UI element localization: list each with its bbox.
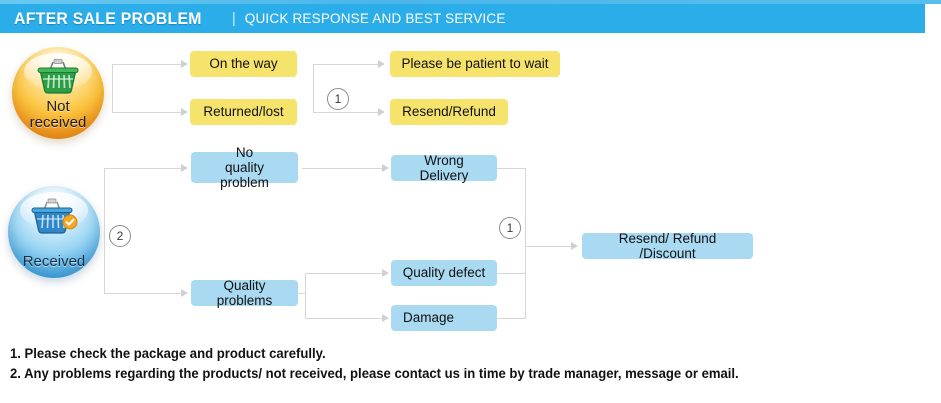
connector-nr-to-returned [112,112,184,113]
connector-qualityproblems-stub [297,293,306,294]
badge-received: Received [8,186,100,278]
connector-nr-bracket [313,64,314,112]
shopping-basket-icon [12,59,104,97]
header-bar: AFTER SALE PROBLEM | QUICK RESPONSE AND … [0,4,925,33]
badge-received-label: Received [22,252,86,270]
arrow-collector-to-result [571,242,578,250]
box-resend-refund-discount: Resend/ Refund /Discount [582,231,753,261]
box-label-line2: quality problem [220,159,269,191]
badge-label-line1: Not [46,98,70,116]
box-on-the-way: On the way [190,51,297,77]
box-damage: Damage [391,305,497,331]
box-quality-problems: Quality problems [191,278,298,308]
connector-wrongdelivery-to-collector [496,168,526,169]
box-no-quality-problem: No quality problem [191,145,298,190]
arrow-noquality-to-wrongdelivery [382,164,389,172]
arrow-quality-to-defect [382,269,389,277]
connector-nr-trunk [112,64,113,112]
step-marker-2-row2: 2 [109,225,131,247]
arrow-nr-to-ontheway [181,60,188,68]
badge-not-received-label: Not received [30,99,87,130]
arrow-nr-to-resend [378,108,385,116]
arrow-nr-to-wait [378,60,385,68]
connector-rv-to-noquality [104,168,184,169]
box-resend-refund: Resend/Refund [390,99,508,125]
connector-collector-to-result [525,246,575,247]
box-please-be-patient: Please be patient to wait [390,51,560,77]
badge-not-received: Not received [12,47,104,139]
connector-quality-bracket [305,273,306,318]
box-returned-lost: Returned/lost [190,99,297,125]
box-label-line1: No [235,144,254,160]
connector-nr-to-resend [313,112,381,113]
header-separator: | [231,10,236,27]
connector-damage-to-collector [496,318,526,319]
connector-noquality-to-wrongdelivery [302,168,385,169]
top-edge-sliver [0,0,941,4]
arrow-rv-to-qualityproblems [181,289,188,297]
header-subtitle: QUICK RESPONSE AND BEST SERVICE [244,11,506,26]
note-line-2: 2. Any problems regarding the products/ … [10,365,739,381]
connector-nr-to-ontheway [112,64,184,65]
step-marker-1-row2: 1 [499,217,521,239]
connector-defect-to-collector [496,273,526,274]
connector-rv-to-qualityproblems [104,293,184,294]
footer-notes: 1. Please check the package and product … [10,344,910,383]
box-quality-defect: Quality defect [391,260,497,286]
connector-collector-bracket [525,168,526,318]
shopping-basket-check-icon [8,198,100,238]
connector-nr-to-wait [313,64,381,65]
arrow-quality-to-damage [382,314,389,322]
box-wrong-delivery: Wrong Delivery [391,153,497,183]
note-line-1: 1. Please check the package and product … [10,346,326,361]
page-title: AFTER SALE PROBLEM [14,8,202,28]
badge-label-line2: received [29,113,87,131]
connector-rv-trunk [104,168,105,293]
connector-quality-to-damage [305,318,385,319]
arrow-nr-to-returned [181,108,188,116]
connector-quality-to-defect [305,273,385,274]
arrow-rv-to-noquality [181,164,188,172]
step-marker-1-row1: 1 [327,88,349,110]
